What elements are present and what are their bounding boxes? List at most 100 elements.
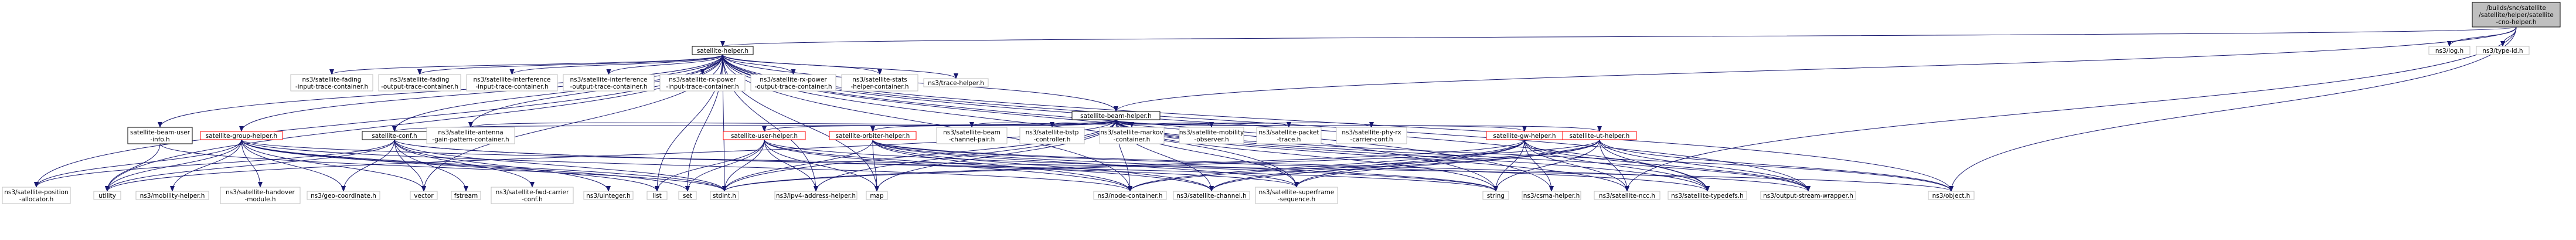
edge-sathelper-to-grouphelper [239,54,723,132]
edge-gwhelper-to-string [1493,139,1525,192]
node-label-line: satellite-orbiter-helper.h [836,133,910,140]
edge-grouphelper-to-geocoord [241,139,346,192]
graph-node-beamuser[interactable]: satellite-beam-user-info.h [127,127,193,144]
edge-conf-to-vector [394,139,426,192]
node-box [466,74,558,92]
node-label-line: -module.h [244,196,275,203]
edge-beamhelper-to-antenna [468,119,1117,128]
node-box [307,191,380,200]
node-box [774,191,857,200]
node-box [378,74,461,92]
node-label-line: ns3/satellite-handover [226,189,295,196]
edge-userhelper-to-stdint [722,139,765,192]
graph-node-grouphelper[interactable]: satellite-group-helper.h [200,131,283,140]
node-box [1594,191,1660,200]
edge-sathelper-to-conf [392,54,723,132]
edge-beamhelper-to-uthelper [1115,119,1602,132]
node-box [563,74,655,92]
graph-node-ipv4: ns3/ipv4-address-helper.h [774,191,857,200]
node-label-line: -output-trace-container.h [381,83,458,90]
node-label-line: utility [98,192,116,200]
graph-node-bstp: ns3/satellite-bstp-controller.h [1019,127,1085,144]
node-label-line: -observer.h [1194,136,1229,143]
edge-conf-to-fstream [394,139,468,192]
node-label-line: ns3/satellite-packet [1258,129,1319,136]
node-label-line: -output-trace-container.h [570,83,647,90]
graph-node-userhelper[interactable]: satellite-user-helper.h [723,131,806,140]
node-box [866,191,888,200]
graph-node-packettrace: ns3/satellite-packet-trace.h [1256,127,1322,144]
graph-node-root[interactable]: /builds/snc/satellite/satellite/helper/s… [2472,2,2561,28]
edge-grouphelper-to-posalloc [34,139,242,188]
node-label-line: fstream [454,192,478,200]
node-label-line: ns3/satellite-phy-rx [1342,129,1401,136]
edge-sathelper-to-fadingoutput [417,54,723,75]
edge-sathelper-to-tracehelper [722,54,958,79]
node-label-line: ns3/log.h [2435,48,2463,55]
node-label-line: -input-trace-container.h [295,83,368,90]
graph-node-sathelper[interactable]: satellite-helper.h [692,46,754,55]
graph-node-gwhelper[interactable]: satellite-gw-helper.h [1486,131,1563,140]
edge-root-to-log [2447,26,2517,47]
graph-node-object: ns3/object.h [1928,191,1975,200]
edge-uthelper-to-typedefs [1599,139,1710,192]
graph-node-typeid: ns3/type-id.h [2476,46,2530,55]
edge-grouphelper-to-vector [241,139,426,192]
node-label-line: ns3/satellite-channel.h [1176,192,1246,200]
graph-node-uthelper[interactable]: satellite-ut-helper.h [1562,131,1637,140]
node-label-line: -input-trace-container.h [666,83,739,90]
graph-node-interfoutput: ns3/satellite-interference-output-trace-… [563,74,655,92]
edge-conf-to-geocoord [341,139,395,192]
graph-node-list: list [646,191,668,200]
node-box [750,74,836,92]
node-label-line: ns3/satellite-typedefs.h [1671,192,1744,200]
graph-node-fstream: fstream [451,191,481,200]
node-label-line: ns3/node-container.h [1097,192,1162,200]
edge-grouphelper-to-object [241,139,1954,192]
graph-node-orbiterhelper[interactable]: satellite-orbiter-helper.h [829,131,917,140]
node-box [451,191,481,200]
node-layer: /builds/snc/satellite/satellite/helper/s… [2,2,2561,204]
graph-node-conf[interactable]: satellite-conf.h [362,131,427,140]
edge-grouphelper-to-handover [241,139,263,188]
edge-uthelper-to-superframe [1294,139,1600,188]
node-box [93,191,121,200]
graph-node-set: set [678,191,697,200]
graph-node-uinteger: ns3/uinteger.h [583,191,634,200]
node-label-line: satellite-beam-user [130,129,190,136]
node-label-line: satellite-user-helper.h [731,133,798,140]
node-label-line: -channel-pair.h [949,136,995,143]
node-label-line: satellite-gw-helper.h [1493,133,1556,140]
node-label-line: -allocator.h [19,196,54,203]
graph-node-fadingoutput: ns3/satellite-fading-output-trace-contai… [378,74,461,92]
edge-orbiterhelper-to-string [872,139,1498,192]
graph-node-beamhelper[interactable]: satellite-beam-helper.h [1071,111,1161,120]
graph-node-rxpowerinput: ns3/satellite-rx-power-input-trace-conta… [659,74,746,92]
node-label-line: ns3/satellite-ncc.h [1599,192,1655,200]
node-box [1173,191,1250,200]
edge-uthelper-to-satchannel [1209,139,1600,192]
edge-gwhelper-to-superframe [1294,139,1525,188]
edge-conf-to-uinteger [394,139,611,192]
node-label-line: satellite-helper.h [697,48,748,55]
edge-userhelper-to-nodecont [764,139,1132,192]
node-label-line: vector [414,192,434,200]
node-box [1928,191,1975,200]
node-box [1093,191,1167,200]
node-label-line: ns3/csma-helper.h [1523,192,1580,200]
node-box [1071,111,1161,120]
edge-uthelper-to-nodecont [1128,139,1600,192]
node-label-line: ns3/satellite-fading [390,76,450,83]
node-box [936,127,1008,144]
graph-node-rxpoweroutput: ns3/satellite-rx-power-output-trace-cont… [750,74,836,92]
graph-node-outstream: ns3/output-stream-wrapper.h [1760,191,1856,200]
edge-grouphelper-to-nodecont [241,139,1132,192]
node-label-line: ns3/satellite-mobility [1179,129,1244,136]
graph-node-log: ns3/log.h [2428,46,2470,55]
node-box [2428,46,2470,55]
edge-root-to-ncc [1625,26,2517,192]
node-label-line: -output-trace-container.h [754,83,832,90]
node-box [2476,46,2530,55]
node-label-line: -container.h [1114,136,1151,143]
edge-grouphelper-to-set [241,139,690,192]
